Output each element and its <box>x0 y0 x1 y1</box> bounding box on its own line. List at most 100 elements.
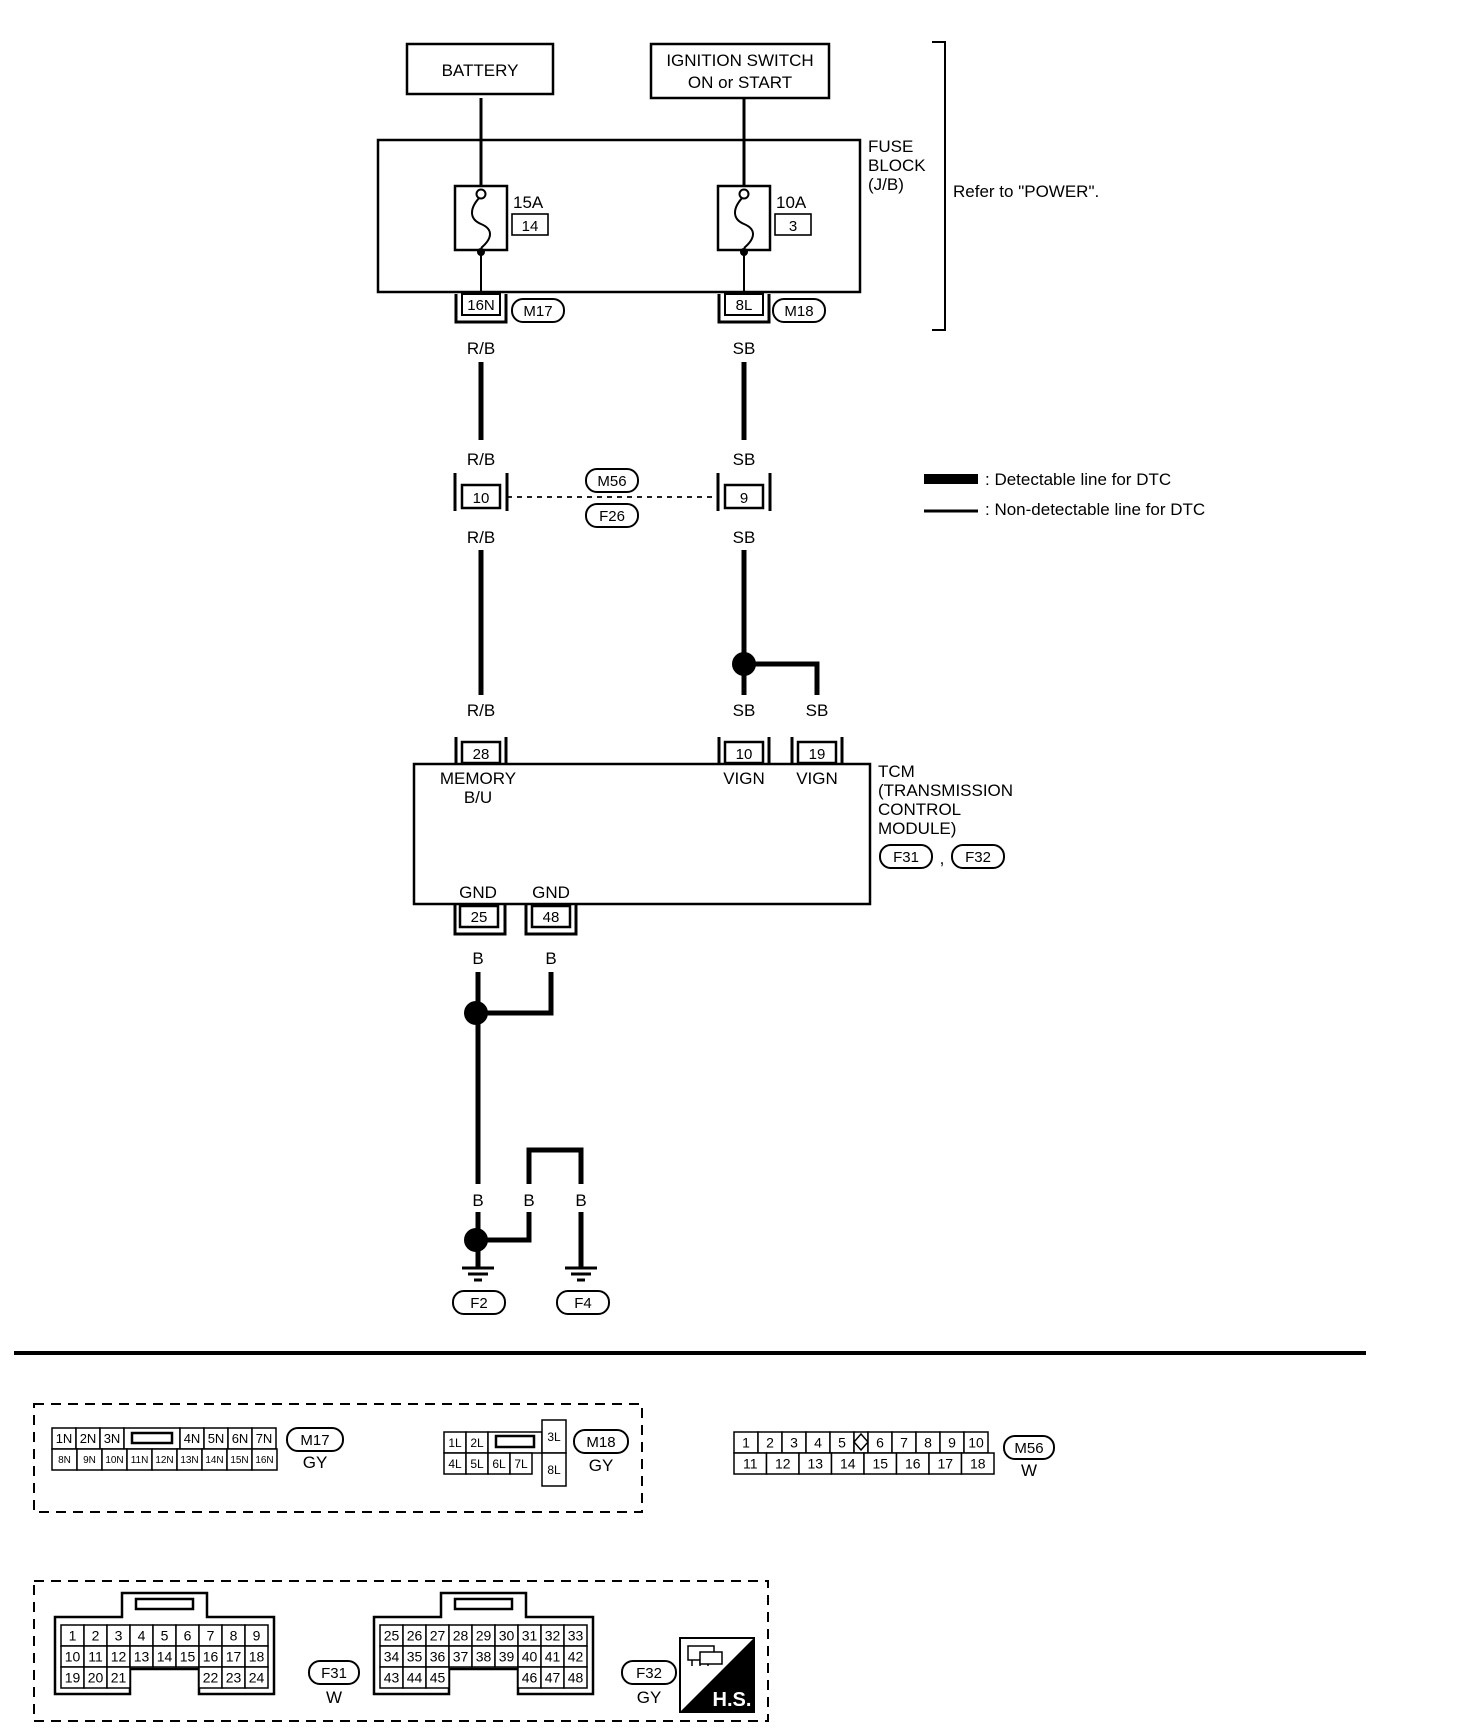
connector-pin-label: 34 <box>384 1649 400 1665</box>
connector-pin-label: 5N <box>208 1431 225 1446</box>
connector-pin-label: 10N <box>105 1455 123 1466</box>
connector-m56-color: W <box>1021 1461 1037 1480</box>
connector-f31-tag-label: F31 <box>893 849 919 866</box>
connector-pin-label: 8N <box>58 1455 71 1466</box>
tcm-pin-19-label: 19 <box>809 746 826 763</box>
wire-color-b-3: B <box>472 1191 483 1210</box>
connector-f31-view-id: F31 <box>321 1665 347 1682</box>
connector-pin-label: 6L <box>492 1457 506 1471</box>
connector-pin-label: 39 <box>499 1649 515 1665</box>
connector-pin-label: 41 <box>545 1649 561 1665</box>
connector-pin-label: 22 <box>203 1670 219 1686</box>
connector-pin-label: 1N <box>56 1431 73 1446</box>
connector-pin-label: 47 <box>545 1670 561 1686</box>
wire-color-rb-2: R/B <box>467 450 495 469</box>
tcm-title-2: (TRANSMISSION <box>878 781 1013 800</box>
connector-pin-label: 4 <box>138 1628 146 1644</box>
connector-pin-label: 20 <box>88 1670 104 1686</box>
connector-m17-view-tag <box>286 1427 344 1452</box>
connector-m17-view-id: M17 <box>300 1432 329 1449</box>
battery-box <box>405 42 555 96</box>
connector-pin-label: 7L <box>514 1457 528 1471</box>
connector-pin-label: 10 <box>968 1435 984 1451</box>
connector-pin-label: 45 <box>430 1670 446 1686</box>
connector-pin-label: 31 <box>522 1628 538 1644</box>
wire-sb-branch <box>744 661 820 695</box>
connector-pin-label: 36 <box>430 1649 446 1665</box>
connector-pin-label: 8L <box>547 1463 561 1477</box>
wire-b-branch <box>478 972 554 1016</box>
connector-m18-color: GY <box>589 1456 614 1475</box>
connector-pin-label: 2 <box>766 1435 774 1451</box>
connector-pin-label: 23 <box>226 1670 242 1686</box>
fuse-block-title-3: (J/B) <box>868 175 904 194</box>
wire-color-sb-1: SB <box>733 339 756 358</box>
connector-pin-label: 1 <box>742 1435 750 1451</box>
joint-pin-10-label: 10 <box>473 490 490 507</box>
connector-pin-label: 1L <box>448 1436 462 1450</box>
connector-pin-label: 43 <box>384 1670 400 1686</box>
connector-pin-label: 18 <box>970 1456 986 1472</box>
connector-pin-label: 46 <box>522 1670 538 1686</box>
connector-pin-label: 5 <box>161 1628 169 1644</box>
tcm-pin-25-label: 25 <box>471 909 488 926</box>
connector-pin-label: 19 <box>65 1670 81 1686</box>
connector-key-slot <box>453 1597 514 1611</box>
connector-pin-label: 42 <box>568 1649 584 1665</box>
connector-pin-label: 14N <box>205 1455 223 1466</box>
connector-plug-icon <box>687 1645 723 1666</box>
ground-f2-label: F2 <box>470 1295 488 1312</box>
tcm-vign-b-label: VIGN <box>796 769 838 788</box>
tcm-gnd-a-label: GND <box>459 883 497 902</box>
connector-pin-label: 3 <box>790 1435 798 1451</box>
connector-key-slot <box>134 1597 195 1611</box>
power-bracket <box>932 41 946 331</box>
connector-pin-label: 2L <box>470 1436 484 1450</box>
wire-color-rb-4: R/B <box>467 701 495 720</box>
terminal-16n-label: 16N <box>467 297 495 314</box>
ground-f4-label: F4 <box>574 1295 592 1312</box>
connector-frame-m17-m18 <box>33 1403 643 1513</box>
ground-f2-icon <box>462 1266 494 1282</box>
tcm-pin-25-shell <box>453 904 507 936</box>
connector-pin-label: 15 <box>872 1456 888 1472</box>
connector-key-diamond <box>853 1432 869 1452</box>
connector-pin-label: 44 <box>407 1670 423 1686</box>
connector-pin-label: 21 <box>111 1670 127 1686</box>
connector-pin-label: 16 <box>905 1456 921 1472</box>
connector-pin-label: 28 <box>453 1628 469 1644</box>
connector-m56-tag-label: M56 <box>597 473 626 490</box>
connector-pin-label: 25 <box>384 1628 400 1644</box>
connector-pin-label: 13N <box>180 1455 198 1466</box>
connector-pin-label: 10 <box>65 1649 81 1665</box>
ignition-switch-label: IGNITION SWITCH <box>666 51 813 70</box>
connector-pin-label: 48 <box>568 1670 584 1686</box>
connector-pin-cell <box>563 1666 588 1689</box>
connector-pin-label: 13 <box>134 1649 150 1665</box>
tcm-box <box>412 762 872 906</box>
tcm-title-4: MODULE) <box>878 819 956 838</box>
connector-pin-label: 2N <box>80 1431 97 1446</box>
wire-b-jumper <box>526 1147 584 1184</box>
wire-color-rb-3: R/B <box>467 528 495 547</box>
tcm-connector-separator: , <box>940 849 945 868</box>
connector-pin-label: 7 <box>207 1628 215 1644</box>
connector-pin-cell <box>541 1419 567 1454</box>
tcm-title-3: CONTROL <box>878 800 961 819</box>
connector-pin-label: 17 <box>937 1456 953 1472</box>
wire-color-b-1: B <box>472 949 483 968</box>
connector-m18-tag <box>772 298 826 323</box>
ignition-switch-state: ON or START <box>688 73 792 92</box>
connector-pin-label: 14 <box>840 1456 856 1472</box>
tcm-memory-label: MEMORY <box>440 769 516 788</box>
connector-pin-label: 14 <box>157 1649 173 1665</box>
fuse-left-number-box <box>511 213 549 236</box>
connector-f31-tag <box>879 844 933 869</box>
connector-pin-cell <box>425 1666 450 1689</box>
connector-f32-tag <box>951 844 1005 869</box>
